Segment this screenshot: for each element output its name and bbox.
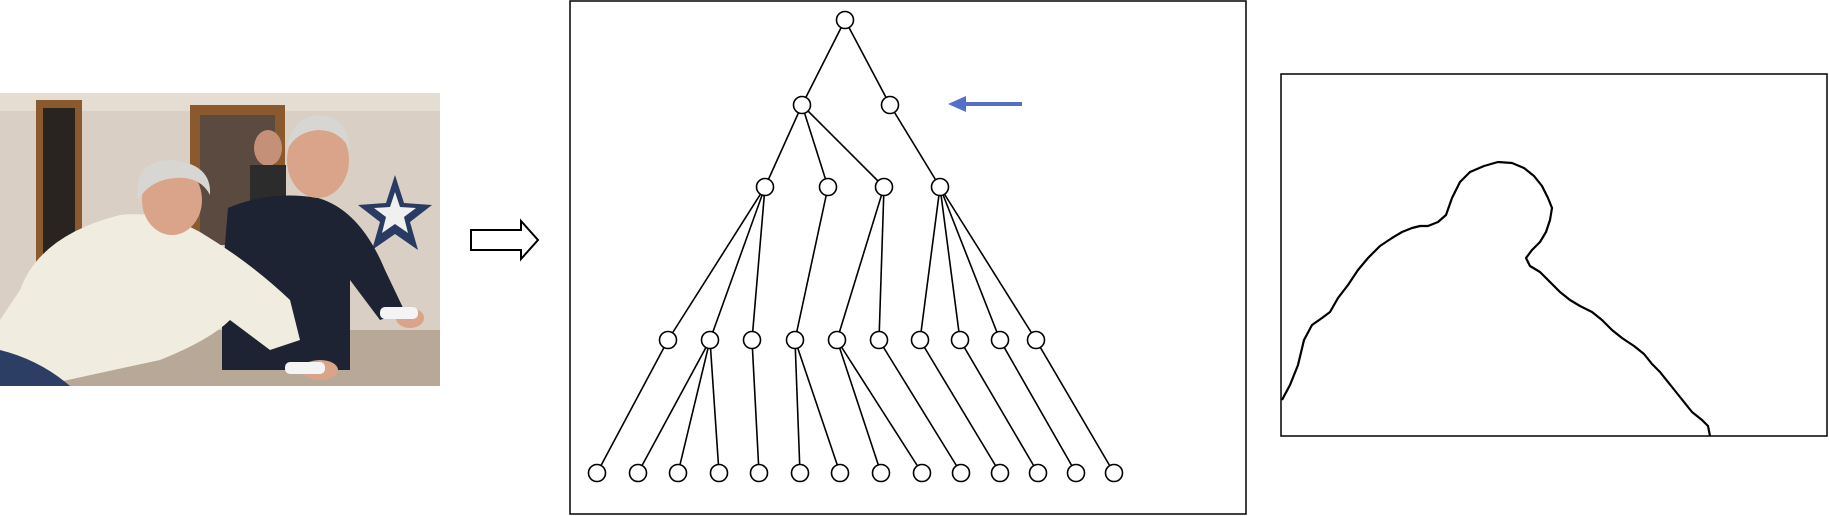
photo-ceiling	[0, 93, 440, 111]
tree-node	[790, 463, 810, 483]
tree-edge	[878, 186, 885, 341]
tree-node	[628, 463, 648, 483]
tree-edges	[596, 19, 1115, 474]
tree-node	[930, 177, 950, 197]
tree-edge	[836, 339, 882, 474]
photo-woman-body	[0, 214, 300, 386]
photo-woman-jeans	[0, 350, 70, 386]
photo-man-head	[287, 122, 349, 198]
tree-edge	[667, 186, 766, 341]
tree-panel-frame	[569, 0, 1247, 515]
tree-edge	[801, 104, 829, 188]
tree-node	[749, 463, 769, 483]
tree-node	[950, 330, 970, 350]
tree-node	[792, 95, 812, 115]
photo-panel	[0, 93, 440, 386]
tree-node	[668, 463, 688, 483]
tree-edge	[801, 104, 885, 188]
tree-node	[1104, 463, 1124, 483]
tree-edge	[844, 19, 891, 106]
tree-edge	[751, 339, 760, 474]
tree-node	[1066, 463, 1086, 483]
left-arrow-icon	[948, 96, 1022, 112]
silhouette-panel-frame	[1280, 73, 1828, 437]
tree-edge	[939, 186, 1037, 341]
tree-edge	[939, 186, 1001, 341]
tree-node	[709, 463, 729, 483]
tree-edge	[889, 104, 941, 188]
tree-edge	[794, 339, 801, 474]
tree-node	[912, 463, 932, 483]
tree-edge	[878, 339, 962, 474]
tree-node	[990, 330, 1010, 350]
tree-edge	[801, 19, 846, 106]
photo-star-inner	[374, 192, 416, 233]
tree-edge	[751, 186, 766, 341]
tree-node	[818, 177, 838, 197]
outline-right-arrow-icon	[470, 218, 540, 262]
tree-node	[827, 330, 847, 350]
tree-node	[587, 463, 607, 483]
tree-edge	[836, 339, 923, 474]
photo-wii-remote-woman	[285, 362, 325, 374]
tree-edge	[919, 186, 941, 341]
photo-wii-remote-man	[380, 307, 418, 319]
tree-edge	[999, 339, 1077, 474]
tree-edge	[836, 186, 885, 341]
tree-node	[874, 177, 894, 197]
tree-node	[951, 463, 971, 483]
tree-node	[742, 330, 762, 350]
tree-node	[869, 330, 889, 350]
tree-edge	[1035, 339, 1115, 474]
tree-node	[1026, 330, 1046, 350]
tree-node	[1028, 463, 1048, 483]
person-silhouette-outline-icon	[1281, 160, 1712, 437]
tree-node	[700, 330, 720, 350]
photo-bg-person-head	[254, 130, 282, 166]
tree-edge	[919, 339, 1001, 474]
tree-node	[990, 463, 1010, 483]
tree-edge	[764, 104, 803, 188]
tree-edge	[794, 186, 829, 341]
tree-edge	[596, 339, 669, 474]
tree-edge	[959, 339, 1039, 474]
tree-edge	[939, 186, 961, 341]
tree-node	[785, 330, 805, 350]
tree-nodes	[587, 10, 1124, 483]
photo-man-hair	[287, 115, 350, 150]
tree-node	[658, 330, 678, 350]
photo-woman-hair	[137, 160, 211, 200]
tree-node	[755, 177, 775, 197]
tree-edge	[709, 186, 766, 341]
tree-node	[871, 463, 891, 483]
tree-node	[830, 463, 850, 483]
tree-edge	[709, 339, 720, 474]
tree-node	[880, 95, 900, 115]
tree-edge	[637, 339, 711, 474]
tree-edge	[794, 339, 841, 474]
tree-edge	[677, 339, 711, 474]
tree-node	[910, 330, 930, 350]
tree-node	[835, 10, 855, 30]
